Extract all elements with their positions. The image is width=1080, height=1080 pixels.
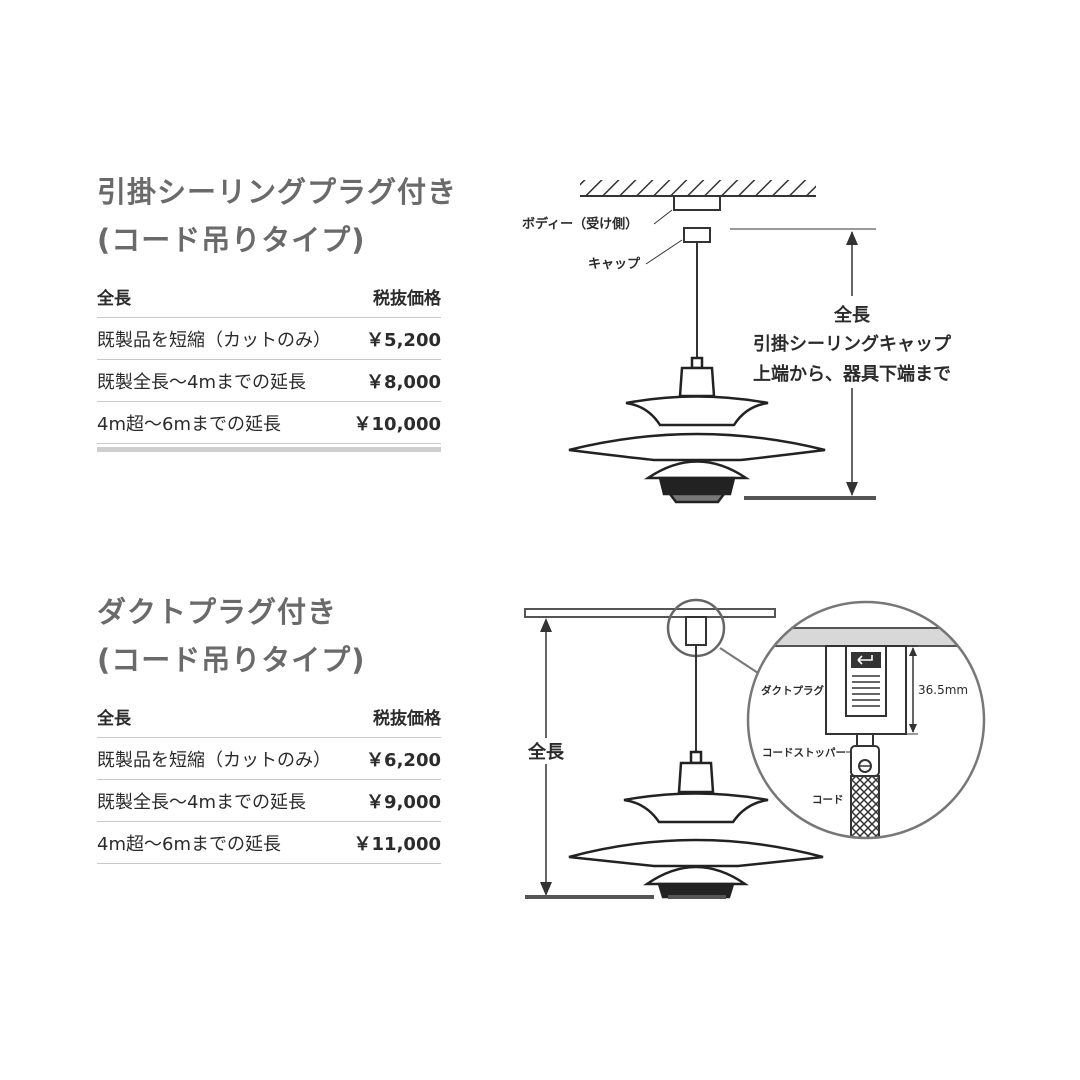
row-price: ￥5,200 bbox=[366, 329, 441, 351]
table-row: 既製品を短縮（カットのみ） ￥5,200 bbox=[97, 318, 441, 360]
row-label: 既製品を短縮（カットのみ） bbox=[97, 749, 331, 771]
cap-label: キャップ bbox=[588, 257, 641, 272]
length-label: 全長 bbox=[527, 741, 565, 763]
duct-plug-subtitle: (コード吊りタイプ) bbox=[97, 643, 366, 677]
ceiling-plug-section: 引掛シーリングプラグ付き (コード吊りタイプ) 全長 税抜価格 既製品を短縮（カ… bbox=[97, 175, 954, 504]
table-row: 既製全長〜4mまでの延長 ￥8,000 bbox=[97, 360, 441, 402]
arrow-up-icon bbox=[846, 231, 858, 245]
row-label: 4m超〜6mまでの延長 bbox=[97, 413, 281, 435]
ceiling-plug-price-table: 全長 税抜価格 既製品を短縮（カットのみ） ￥5,200 既製全長〜4mまでの延… bbox=[97, 276, 441, 452]
pendant-lamp-illustration bbox=[568, 356, 826, 504]
dimension-label: 36.5mm bbox=[918, 683, 968, 697]
table-row: 4m超〜6mまでの延長 ￥10,000 bbox=[97, 402, 441, 444]
price-header: 税抜価格 bbox=[373, 289, 441, 309]
row-price: ￥11,000 bbox=[353, 833, 441, 855]
cap-leader bbox=[645, 239, 683, 265]
length-desc-1: 引掛シーリングキャップ bbox=[753, 333, 952, 355]
length-header: 全長 bbox=[97, 709, 131, 729]
ceiling-plug-diagram: ボディー（受け側） キャップ 全長 引掛シーリングキャップ 上端から、器具下端ま… bbox=[522, 180, 954, 504]
duct-rail-zoom bbox=[748, 627, 984, 647]
row-label: 既製品を短縮（カットのみ） bbox=[97, 329, 331, 351]
table-row: 既製全長〜4mまでの延長 ￥9,000 bbox=[97, 780, 441, 822]
body-label: ボディー（受け側） bbox=[522, 216, 638, 232]
arrow-up-icon bbox=[909, 647, 917, 656]
row-label: 既製全長〜4mまでの延長 bbox=[97, 371, 306, 393]
length-label: 全長 bbox=[833, 304, 871, 326]
cap bbox=[683, 227, 711, 243]
zoom-circle bbox=[746, 600, 986, 840]
arrow-down-icon bbox=[846, 482, 858, 496]
price-header: 税抜価格 bbox=[373, 709, 441, 729]
cord-stopper-label: コードストッパー bbox=[762, 747, 846, 759]
duct-plug-diagram: 全長 bbox=[520, 598, 986, 899]
label-bg bbox=[744, 296, 954, 388]
row-label: 既製全長〜4mまでの延長 bbox=[97, 791, 306, 813]
label-bg bbox=[520, 738, 572, 764]
table-row: 既製品を短縮（カットのみ） ￥6,200 bbox=[97, 738, 441, 780]
length-desc-2: 上端から、器具下端まで bbox=[753, 364, 951, 385]
row-price: ￥9,000 bbox=[366, 791, 441, 813]
braided-cord bbox=[850, 775, 880, 838]
table-header-row: 全長 税抜価格 bbox=[97, 276, 441, 318]
pendant-lamp-illustration bbox=[568, 750, 824, 899]
zoom-detail: 36.5mm ダクトプラグ コードストッパー コード bbox=[746, 600, 986, 840]
arrow-up-icon bbox=[540, 618, 552, 632]
plug-ridges bbox=[852, 675, 880, 707]
row-price: ￥8,000 bbox=[366, 371, 441, 393]
table-header-row: 全長 税抜価格 bbox=[97, 696, 441, 738]
length-header: 全長 bbox=[97, 289, 131, 309]
duct-plug-label: ダクトプラグ bbox=[761, 684, 824, 697]
table-end-rule bbox=[97, 447, 441, 452]
duct-plug-small bbox=[685, 616, 707, 646]
duct-plug-title: ダクトプラグ付き bbox=[97, 595, 338, 629]
stopper-neck bbox=[856, 733, 874, 747]
cord-label: コード bbox=[812, 794, 844, 806]
table-row: 4m超〜6mまでの延長 ￥11,000 bbox=[97, 822, 441, 864]
duct-plug-section: ダクトプラグ付き (コード吊りタイプ) 全長 税抜価格 既製品を短縮（カットのみ… bbox=[0, 540, 1080, 1080]
body-leader bbox=[653, 209, 673, 225]
arrow-down-icon bbox=[909, 724, 917, 733]
duct-plug-price-table: 全長 税抜価格 既製品を短縮（カットのみ） ￥6,200 既製全長〜4mまでの延… bbox=[97, 696, 441, 864]
arrow-down-icon bbox=[540, 882, 552, 896]
row-price: ￥10,000 bbox=[353, 413, 441, 435]
ceiling-hatch bbox=[580, 180, 816, 196]
row-label: 4m超〜6mまでの延長 bbox=[97, 833, 281, 855]
return-arrow-icon bbox=[857, 655, 873, 665]
ceiling-body bbox=[673, 195, 721, 211]
row-price: ￥6,200 bbox=[366, 749, 441, 771]
ceiling-plug-subtitle: (コード吊りタイプ) bbox=[97, 223, 366, 257]
ceiling-plug-title: 引掛シーリングプラグ付き bbox=[97, 175, 458, 209]
duct-rail bbox=[524, 608, 776, 618]
